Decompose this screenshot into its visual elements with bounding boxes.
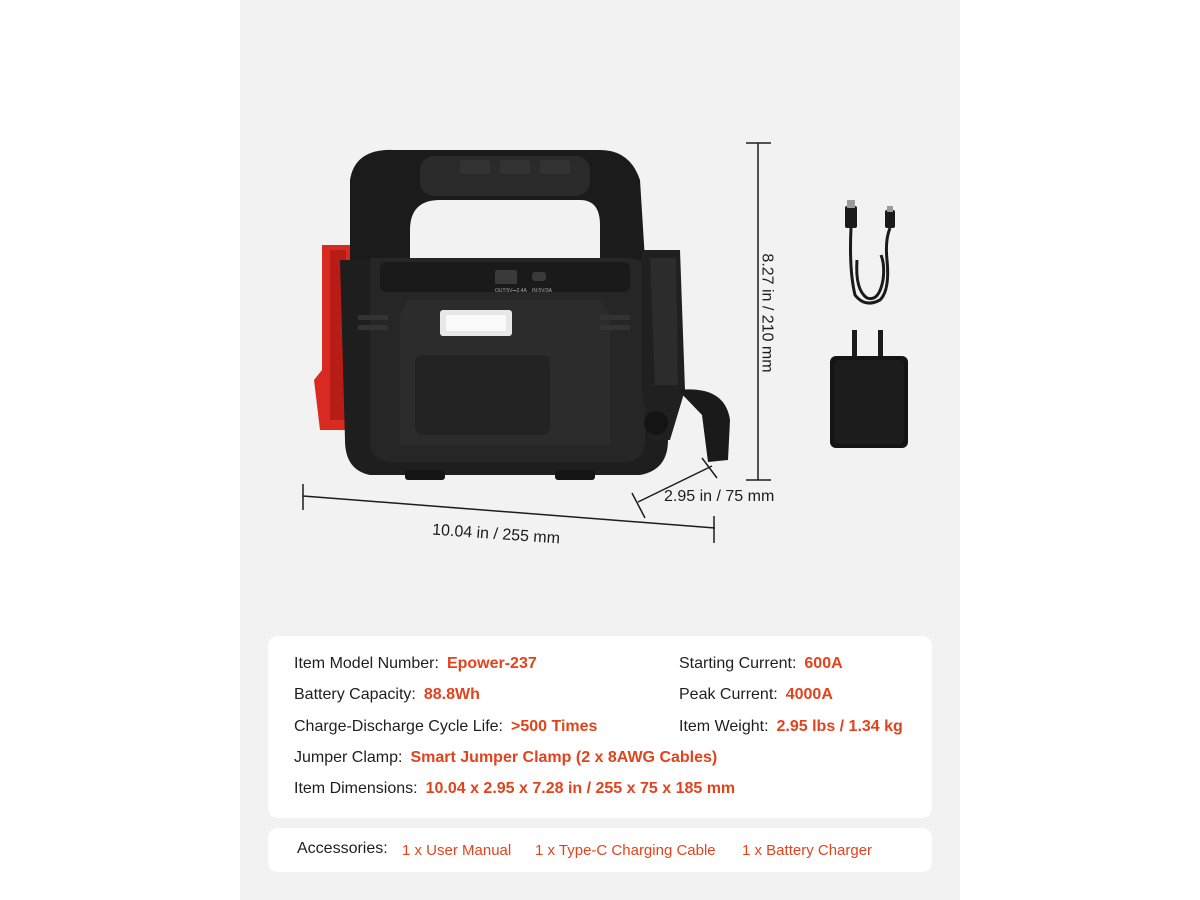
spec-capacity-value: 88.8Wh bbox=[423, 686, 480, 703]
battery-charger-image bbox=[830, 330, 908, 448]
accessory-user-manual: 1 x User Manual bbox=[402, 842, 512, 859]
accessory-battery-charger: 1 x Battery Charger bbox=[742, 842, 873, 859]
spec-starting-current: Starting Current: 600A bbox=[679, 655, 843, 673]
accessory-charging-cable: 1 x Type-C Charging Cable bbox=[535, 842, 716, 859]
spec-weight-label: Item Weight: bbox=[679, 718, 769, 735]
spec-model-value: Epower-237 bbox=[446, 655, 537, 672]
spec-capacity-label: Battery Capacity: bbox=[294, 686, 416, 703]
spec-weight: Item Weight: 2.95 lbs / 1.34 kg bbox=[679, 718, 903, 736]
height-dimension-label: 8.27 in / 210 mm bbox=[758, 253, 776, 373]
depth-dimension-label: 2.95 in / 75 mm bbox=[664, 488, 775, 505]
spec-peak-current: Peak Current: 4000A bbox=[679, 686, 833, 704]
spec-jumper-clamp-label: Jumper Clamp: bbox=[294, 749, 403, 766]
jump-starter-image: OUT:5V⎓2.4A IN:5V/3A bbox=[314, 149, 730, 480]
spec-weight-value: 2.95 lbs / 1.34 kg bbox=[776, 718, 903, 735]
spec-cycle-life-label: Charge-Discharge Cycle Life: bbox=[294, 718, 503, 735]
spec-peak-current-value: 4000A bbox=[785, 686, 833, 703]
spec-cycle-life-value: >500 Times bbox=[510, 718, 598, 735]
accessories-label: Accessories: bbox=[297, 840, 388, 857]
spec-starting-current-value: 600A bbox=[804, 655, 843, 672]
spec-jumper-clamp: Jumper Clamp: Smart Jumper Clamp (2 x 8AW… bbox=[294, 749, 717, 767]
spec-capacity: Battery Capacity: 88.8Wh bbox=[294, 686, 480, 704]
port-label-in: IN:5V/3A bbox=[532, 288, 553, 294]
port-label-out: OUT:5V⎓2.4A bbox=[495, 288, 527, 294]
spec-dimensions: Item Dimensions: 10.04 x 2.95 x 7.28 in /… bbox=[294, 780, 735, 798]
accessories-card bbox=[268, 828, 932, 872]
spec-dimensions-value: 10.04 x 2.95 x 7.28 in / 255 x 75 x 185 … bbox=[425, 780, 736, 797]
spec-starting-current-label: Starting Current: bbox=[679, 655, 797, 672]
spec-dimensions-label: Item Dimensions: bbox=[294, 780, 418, 797]
usb-cable-image bbox=[845, 200, 895, 305]
spec-model: Item Model Number: Epower-237 bbox=[294, 655, 537, 673]
spec-cycle-life: Charge-Discharge Cycle Life: >500 Times bbox=[294, 718, 597, 736]
spec-card bbox=[268, 636, 932, 818]
spec-model-label: Item Model Number: bbox=[294, 655, 439, 672]
spec-peak-current-label: Peak Current: bbox=[679, 686, 778, 703]
spec-jumper-clamp-value: Smart Jumper Clamp (2 x 8AWG Cables) bbox=[410, 749, 718, 766]
